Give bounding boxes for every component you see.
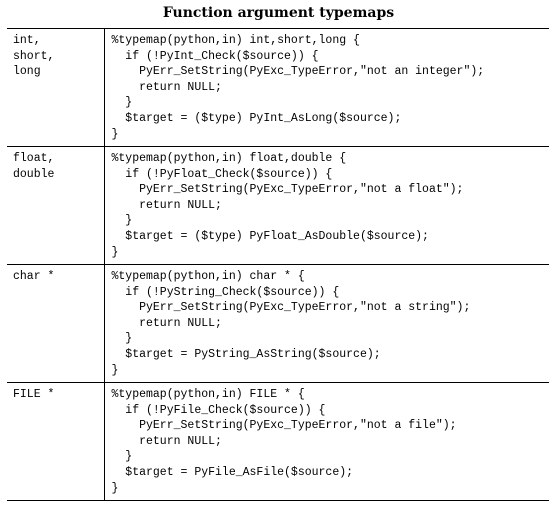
typemap-code: %typemap(python,in) char * { if (!PyStri…: [111, 270, 471, 377]
c-type-names: char *: [13, 270, 55, 283]
code-cell: %typemap(python,in) float,double { if (!…: [104, 146, 549, 265]
table-row-char: char * %typemap(python,in) char * { if (…: [7, 264, 549, 383]
typemap-table: int, short, long %typemap(python,in) int…: [7, 28, 549, 501]
typemap-code: %typemap(python,in) float,double { if (!…: [111, 152, 464, 259]
c-type-names: float, double: [13, 152, 55, 181]
code-cell: %typemap(python,in) char * { if (!PyStri…: [104, 264, 549, 383]
code-cell: %typemap(python,in) int,short,long { if …: [104, 28, 549, 147]
table-row-int: int, short, long %typemap(python,in) int…: [7, 28, 549, 147]
typemap-code: %typemap(python,in) int,short,long { if …: [111, 34, 485, 141]
type-cell: char *: [7, 264, 105, 383]
c-type-names: int, short, long: [13, 34, 55, 79]
type-cell: float, double: [7, 146, 105, 265]
table-caption: Function argument typemaps: [162, 5, 395, 21]
type-cell: int, short, long: [7, 28, 105, 147]
c-type-names: FILE *: [13, 388, 55, 401]
typemap-code: %typemap(python,in) FILE * { if (!PyFile…: [111, 388, 457, 495]
table-row-file: FILE * %typemap(python,in) FILE * { if (…: [7, 382, 549, 501]
type-cell: FILE *: [7, 382, 105, 501]
table-row-float: float, double %typemap(python,in) float,…: [7, 146, 549, 265]
code-cell: %typemap(python,in) FILE * { if (!PyFile…: [104, 382, 549, 501]
